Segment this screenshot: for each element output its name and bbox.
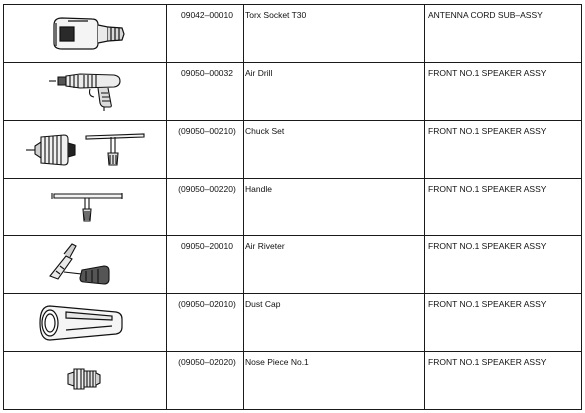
table-row: (09050–00210) Chuck Set FRONT NO.1 SPEAK… (3, 119, 582, 179)
target-part: FRONT NO.1 SPEAKER ASSY (428, 357, 547, 368)
tool-name: Air Riveter (245, 241, 285, 252)
part-number: (09050–00220) (178, 183, 236, 194)
tool-illustration-cell (3, 293, 167, 353)
target-part: FRONT NO.1 SPEAKER ASSY (428, 241, 547, 252)
tool-name: Nose Piece No.1 (245, 357, 309, 368)
target-part: FRONT NO.1 SPEAKER ASSY (428, 299, 547, 310)
part-number: 09050–00032 (180, 67, 233, 78)
table-row: 09050–00032 Air Drill FRONT NO.1 SPEAKER… (3, 61, 582, 121)
target-part: ANTENNA CORD SUB–ASSY (428, 10, 543, 20)
tool-illustration-cell (3, 235, 167, 295)
part-number: (09050–00210) (178, 125, 236, 136)
part-number: 09042–00010 (180, 10, 233, 20)
part-number: (09050–02020) (178, 357, 236, 368)
tool-illustration-cell (3, 4, 167, 63)
table-row: (09050–02010) Dust Cap FRONT NO.1 SPEAKE… (3, 293, 582, 353)
tool-table: 09042–00010 Torx Socket T30 ANTENNA CORD… (3, 4, 582, 410)
tool-name: Air Drill (245, 67, 273, 78)
part-number: 09050–20010 (180, 241, 233, 252)
table-row: (09050–02020) Nose Piece No.1 FRONT NO.1… (3, 351, 582, 410)
tool-name: Dust Cap (245, 299, 281, 310)
chuck-set-icon (4, 121, 166, 178)
air-riveter-icon (4, 236, 166, 293)
target-part: FRONT NO.1 SPEAKER ASSY (428, 67, 547, 78)
tool-name: Handle (245, 183, 272, 194)
dust-cap-icon (4, 294, 166, 351)
air-drill-icon (4, 63, 166, 120)
nose-piece-icon (4, 352, 166, 409)
tool-illustration-cell (3, 61, 167, 121)
part-number: (09050–02010) (178, 299, 236, 310)
tool-name: Torx Socket T30 (245, 10, 307, 20)
torx-socket-icon (4, 5, 166, 62)
handle-icon (4, 179, 166, 236)
tool-illustration-cell (3, 351, 167, 410)
tool-illustration-cell (3, 177, 167, 237)
target-part: FRONT NO.1 SPEAKER ASSY (428, 183, 547, 194)
tool-name: Chuck Set (245, 125, 285, 136)
table-row: 09050–20010 Air Riveter FRONT NO.1 SPEAK… (3, 235, 582, 295)
table-row: (09050–00220) Handle FRONT NO.1 SPEAKER … (3, 177, 582, 237)
target-part: FRONT NO.1 SPEAKER ASSY (428, 125, 547, 136)
tool-illustration-cell (3, 119, 167, 179)
table-row: 09042–00010 Torx Socket T30 ANTENNA CORD… (3, 4, 582, 63)
